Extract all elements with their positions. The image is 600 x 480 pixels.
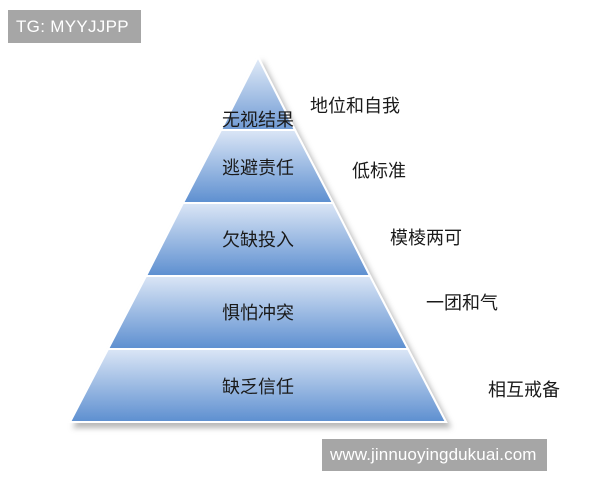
watermark-bottom: www.jinnuoyingdukuai.com (322, 439, 547, 471)
side-label-1: 地位和自我 (310, 96, 400, 117)
side-label-2: 低标准 (352, 161, 406, 182)
tier-label-1: 无视结果 (222, 110, 294, 131)
tier-label-4: 惧怕冲突 (222, 303, 294, 324)
pyramid-tier-5 (68, 348, 448, 423)
watermark-top: TG: MYYJJPP (8, 10, 141, 43)
tier-label-2: 逃避责任 (222, 158, 294, 179)
side-label-3: 模棱两可 (390, 228, 462, 249)
tier-label-5: 缺乏信任 (222, 377, 294, 398)
side-label-5: 相互戒备 (488, 380, 560, 401)
side-label-4: 一团和气 (426, 293, 498, 314)
tier-label-3: 欠缺投入 (222, 230, 294, 251)
